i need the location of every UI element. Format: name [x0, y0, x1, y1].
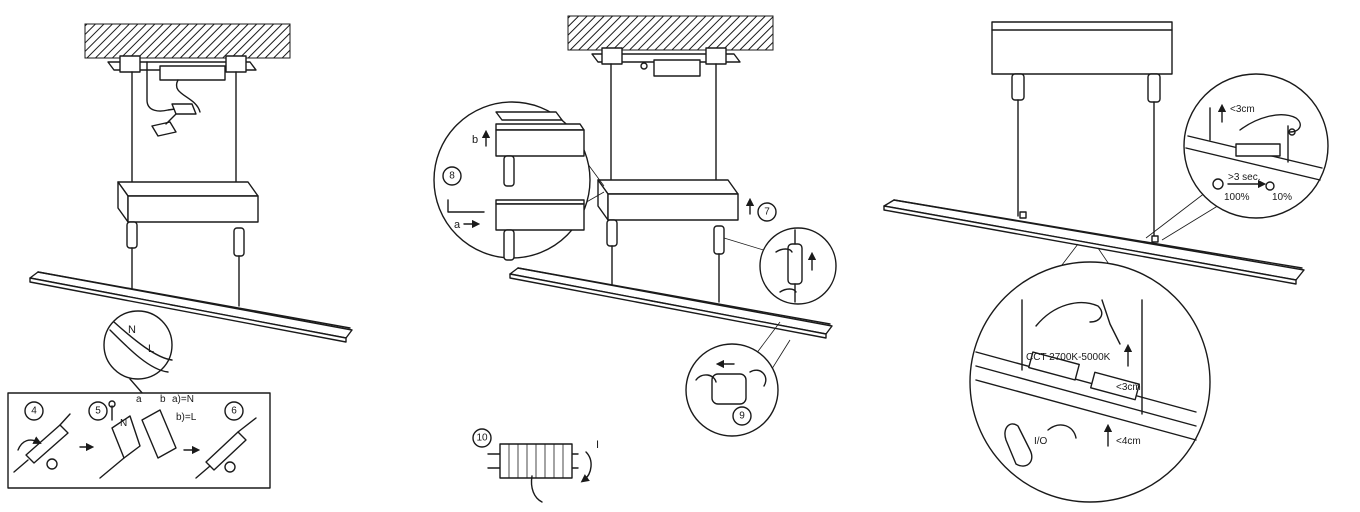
- wire-n-label: N: [128, 324, 136, 336]
- panel-mounting: N L 4 5 N a b a)=N b)=L: [7, 23, 353, 489]
- wire-b-label: b: [160, 394, 166, 405]
- ceiling-bracket: [107, 55, 257, 81]
- cable-tube-left: [1011, 73, 1025, 101]
- distance-bottom: <4cm: [1116, 436, 1141, 447]
- detail-circle-adjust: b 8 a: [433, 101, 605, 261]
- supply-cable: [146, 61, 201, 137]
- ceiling-bracket: [591, 47, 741, 77]
- wire-b-eq: b)=L: [176, 412, 197, 423]
- panel-sensor-operation: <3cm >3 sec. 100% 10% CCT 2700K-5000K: [883, 21, 1329, 503]
- panel-height-adjust: 7 b 8 a: [433, 15, 837, 503]
- wire-a-eq: a)=N: [172, 394, 194, 405]
- detail-circle-dimming: <3cm >3 sec. 100% 10%: [1145, 73, 1329, 241]
- step-number: 5: [95, 406, 101, 417]
- luminaire-bar: [883, 199, 1305, 285]
- step-10-number: 10: [476, 433, 488, 444]
- ceiling-hatch: [567, 15, 774, 51]
- step-7: 7: [757, 202, 777, 222]
- luminaire-bar: [509, 267, 833, 339]
- step-4: 4: [13, 401, 71, 473]
- detail-circle-cable-grip: [723, 227, 837, 305]
- wire-a-label: a: [136, 394, 142, 405]
- wire-detail-circle: N L: [103, 310, 173, 403]
- distance-mid: <3cm: [1116, 382, 1141, 393]
- step-9-number: 9: [739, 411, 745, 422]
- distance-top: <3cm: [1230, 104, 1255, 115]
- cct-label: CCT 2700K-5000K: [1026, 352, 1111, 363]
- brightness-high: 100%: [1224, 192, 1250, 203]
- canopy-box: [597, 179, 739, 221]
- adjust-b-label: b: [472, 134, 478, 146]
- n-mark: N: [120, 418, 127, 429]
- cable-tube-right: [233, 227, 245, 257]
- canopy-box: [991, 21, 1173, 75]
- step-5: 5 N a b a)=N b)=L: [88, 394, 197, 479]
- step-number: 4: [31, 406, 37, 417]
- detail-circle-step-9: 9: [685, 321, 791, 437]
- ceiling-hatch: [84, 23, 291, 59]
- io-label: I/O: [1034, 436, 1048, 447]
- detail-circle-sensor: CCT 2700K-5000K <3cm I/O <4cm: [969, 243, 1211, 503]
- cable-tube-left: [126, 221, 138, 249]
- cable-tube-right: [713, 225, 725, 255]
- step-number: 6: [231, 406, 237, 417]
- hold-time: >3 sec.: [1228, 172, 1261, 183]
- cable-tube-right: [1147, 73, 1161, 103]
- adjust-a-label: a: [454, 219, 461, 231]
- brightness-low: 10%: [1272, 192, 1292, 203]
- luminaire-bar: [29, 271, 353, 343]
- switch-i-label: I: [596, 439, 599, 451]
- step-number: 7: [764, 207, 770, 218]
- wire-l-label: L: [148, 343, 154, 355]
- step-10-breaker: 10 I: [472, 428, 599, 503]
- cable-tube-left: [606, 219, 618, 247]
- canopy-box: [117, 181, 259, 223]
- step-6: 6: [195, 401, 257, 479]
- step-8-number: 8: [449, 171, 455, 182]
